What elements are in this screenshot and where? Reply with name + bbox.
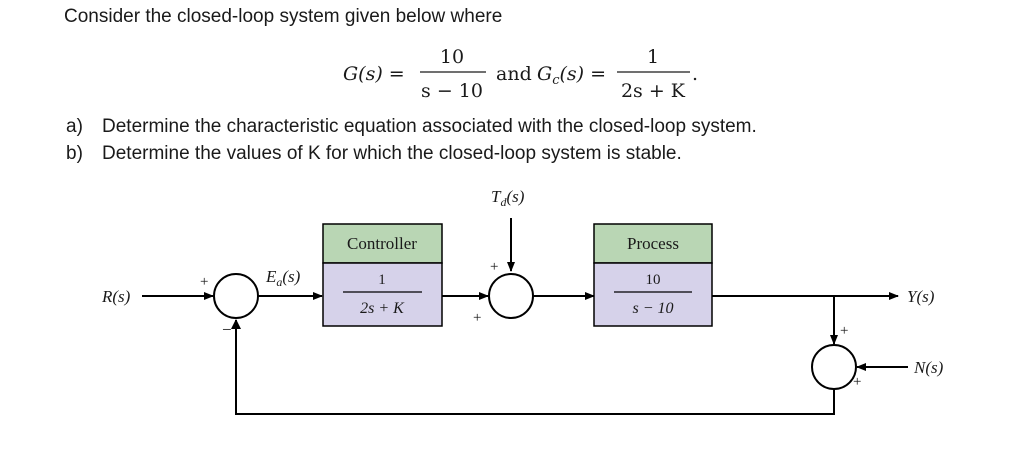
- question-b: b) Determine the values of K for which th…: [66, 143, 682, 165]
- gc-numerator: 1: [647, 46, 659, 68]
- summing-junction-1: [213, 273, 259, 319]
- sum3-top-plus-sign: +: [840, 323, 848, 339]
- controller-denominator: 2s + K: [360, 300, 405, 317]
- controller-title-cell: [322, 223, 443, 264]
- question-a-text: Determine the characteristic equation as…: [102, 116, 757, 137]
- process-tf-cell: [593, 262, 713, 327]
- controller-tf-cell: [322, 262, 443, 327]
- gc-lhs: Gc(s) =: [537, 63, 606, 88]
- sum1-plus-sign: +: [200, 274, 208, 290]
- summing-junction-2: [488, 273, 534, 319]
- gc-denominator: 2s + K: [621, 80, 686, 102]
- process-title: Process: [627, 234, 679, 253]
- g-numerator: 10: [440, 46, 464, 68]
- g-lhs: G(s) =: [343, 63, 405, 85]
- noise-label: N(s): [913, 358, 944, 377]
- summing-junction-3: [811, 344, 857, 390]
- sum2-left-plus-sign: +: [473, 310, 481, 326]
- process-numerator: 10: [646, 272, 661, 288]
- problem-intro: Consider the closed-loop system given be…: [64, 6, 503, 27]
- input-label: R(s): [101, 287, 131, 306]
- question-b-text: Determine the values of K for which the …: [102, 143, 682, 164]
- g-denominator: s − 10: [421, 80, 483, 102]
- feedback-path: [235, 320, 835, 415]
- question-a-label: a): [66, 116, 83, 137]
- controller-title: Controller: [347, 234, 417, 253]
- question-a: a) Determine the characteristic equation …: [66, 116, 757, 138]
- feedback-arrowhead: [231, 319, 241, 329]
- output-label: Y(s): [907, 287, 935, 306]
- process-denominator: s − 10: [632, 300, 673, 317]
- disturbance-label: Td(s): [491, 187, 525, 209]
- question-b-label: b): [66, 143, 83, 164]
- controller-numerator: 1: [378, 272, 386, 288]
- equation-period: .: [692, 63, 698, 85]
- block-diagram: Controller 1 2s + K Process 10 s − 10 R(…: [101, 187, 944, 415]
- error-label: Ea(s): [265, 267, 301, 289]
- and-word: and: [496, 63, 532, 85]
- sum3-right-plus-sign: +: [853, 374, 861, 390]
- transfer-function-equation: G(s) = 10 s − 10 and Gc(s) = 1 2s + K .: [343, 46, 698, 102]
- sum1-minus-sign: −: [222, 320, 232, 339]
- sum2-top-plus-sign: +: [490, 259, 498, 275]
